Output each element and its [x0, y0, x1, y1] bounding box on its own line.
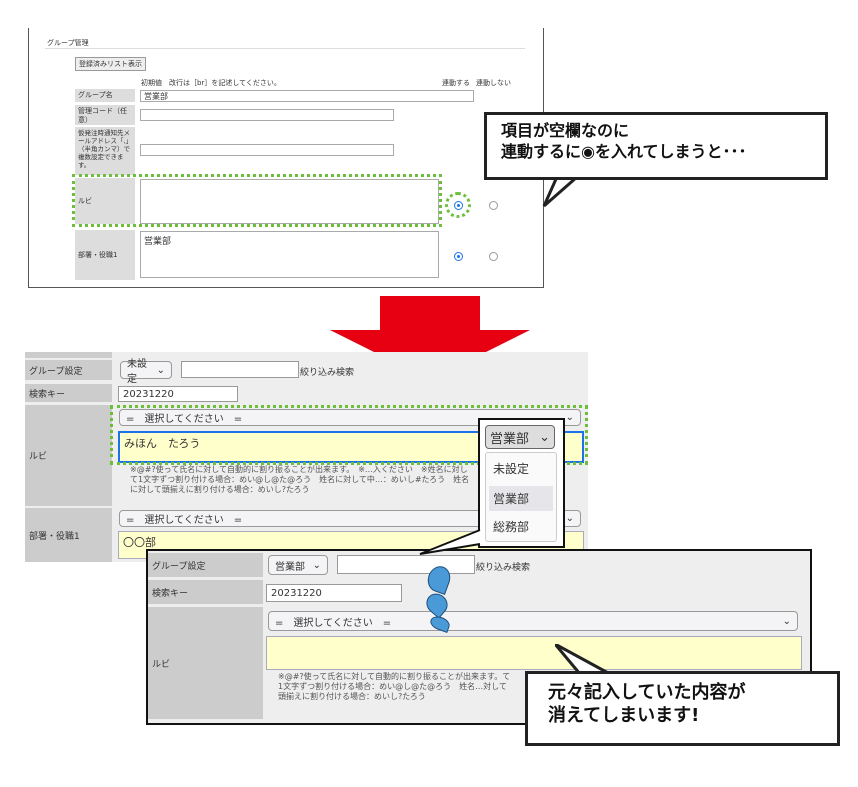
option-sales[interactable]: 営業部	[489, 486, 553, 511]
callout-line: 元々記入していた内容が	[548, 682, 746, 703]
label-cell	[25, 352, 112, 358]
ruby-textarea[interactable]	[266, 636, 802, 670]
dropdown-selected: 営業部	[490, 431, 530, 447]
select-value: = 選択してください =	[126, 414, 243, 425]
admin-code-input[interactable]	[140, 109, 394, 121]
ruby-label: ルビ	[148, 607, 263, 719]
popup-connector	[419, 529, 481, 555]
form-panel-after: グループ設定 営業部 ⌄ 絞り込み検索 検索キー 20231220 ルビ = 選択…	[146, 549, 812, 725]
ruby-textarea[interactable]	[140, 179, 439, 224]
callout-warning: 項目が空欄なのに 連動するに◉を入れてしまうと･･･	[484, 112, 828, 180]
chevron-down-icon: ⌄	[312, 559, 321, 571]
group-name-input[interactable]: 営業部	[140, 90, 474, 102]
ruby-note: ※@#?使って氏名に対して自動的に割り振ることが出来ます。て1文字ずつ割り付ける…	[278, 672, 511, 701]
highlight-ruby	[110, 405, 588, 465]
row-label: 部署・役職1	[75, 230, 135, 280]
row-label: 管理コード（任意）	[75, 105, 135, 125]
ruby-note: ※@#?使って氏名に対して自動的に割り振ることが出来ます。 ※…入ください ※姓…	[130, 465, 470, 494]
dropdown-zoom: 営業部 ⌄ 未設定 営業部 総務部	[478, 418, 565, 548]
highlight-radio	[445, 192, 471, 218]
select-value: = 選択してください =	[275, 617, 392, 629]
dropdown-menu: 未設定 営業部 総務部	[485, 452, 557, 542]
filter-input[interactable]	[181, 361, 299, 378]
chevron-down-icon: ⌄	[565, 513, 574, 524]
dept-select[interactable]: = 選択してください = ⌄	[119, 510, 581, 527]
group-select[interactable]: 未設定 ⌄	[120, 359, 172, 385]
chevron-down-icon: ⌄	[539, 429, 550, 445]
section-title: グループ管理	[47, 39, 89, 47]
row-label: 仮発注時通知先メールアドレス「,」（半角カンマ）で複数設定できます。	[75, 127, 135, 175]
group-management-panel: グループ管理 登録済みリスト表示 初期値 改行は［br］を記述してください。 連…	[28, 28, 544, 288]
ruby-select[interactable]: = 選択してください = ⌄	[119, 409, 581, 426]
dept-dropdown[interactable]: 営業部 ⌄	[485, 425, 555, 449]
email-input[interactable]	[140, 144, 394, 156]
chevron-down-icon: ⌄	[565, 412, 574, 423]
dept-label: 部署・役職1	[25, 508, 112, 562]
dept-textarea[interactable]: 営業部	[140, 231, 439, 278]
group-setting-label: グループ設定	[148, 553, 263, 577]
callout-result: 元々記入していた内容が 消えてしまいます!	[525, 671, 840, 746]
nolink-radio-dept[interactable]	[489, 252, 498, 261]
callout-line: 項目が空欄なのに	[501, 121, 630, 140]
form-panel-before: グループ設定 未設定 ⌄ 絞り込み検索 検索キー 20231220 ルビ = 選択…	[25, 352, 588, 562]
hint-text: 初期値 改行は［br］を記述してください。	[141, 79, 281, 87]
select-value: = 選択してください =	[126, 515, 243, 526]
callout-line: 消えてしまいます!	[548, 705, 700, 727]
search-key-label: 検索キー	[148, 580, 263, 604]
option-general[interactable]: 総務部	[493, 520, 530, 534]
nolink-radio-ruby[interactable]	[489, 201, 498, 210]
group-select[interactable]: 営業部 ⌄	[268, 555, 328, 575]
group-setting-label: グループ設定	[25, 360, 112, 380]
option-unset[interactable]: 未設定	[493, 462, 530, 476]
link-radio-dept[interactable]	[454, 252, 463, 261]
search-key-input[interactable]: 20231220	[118, 386, 238, 402]
highlight-ruby	[72, 174, 442, 227]
group-select-value: 営業部	[275, 561, 305, 573]
search-key-label: 検索キー	[25, 384, 112, 402]
row-label: ルビ	[75, 178, 135, 224]
ruby-label: ルビ	[25, 405, 112, 506]
filter-label: 絞り込み検索	[476, 563, 531, 573]
ruby-select[interactable]: = 選択してください = ⌄	[268, 611, 798, 631]
search-key-input[interactable]: 20231220	[266, 584, 402, 602]
callout-line: 連動するに◉を入れてしまうと･･･	[501, 141, 747, 161]
col-nolink: 連動しない	[476, 79, 511, 87]
registered-list-button[interactable]: 登録済みリスト表示	[75, 57, 146, 71]
chevron-down-icon: ⌄	[156, 364, 165, 376]
down-arrow-icon	[330, 296, 530, 380]
divider	[45, 48, 525, 49]
row-label: グループ名	[75, 89, 135, 102]
col-link: 連動する	[442, 79, 470, 87]
group-select-value: 未設定	[127, 359, 147, 385]
filter-label: 絞り込み検索	[300, 368, 355, 378]
chevron-down-icon: ⌄	[782, 615, 791, 627]
